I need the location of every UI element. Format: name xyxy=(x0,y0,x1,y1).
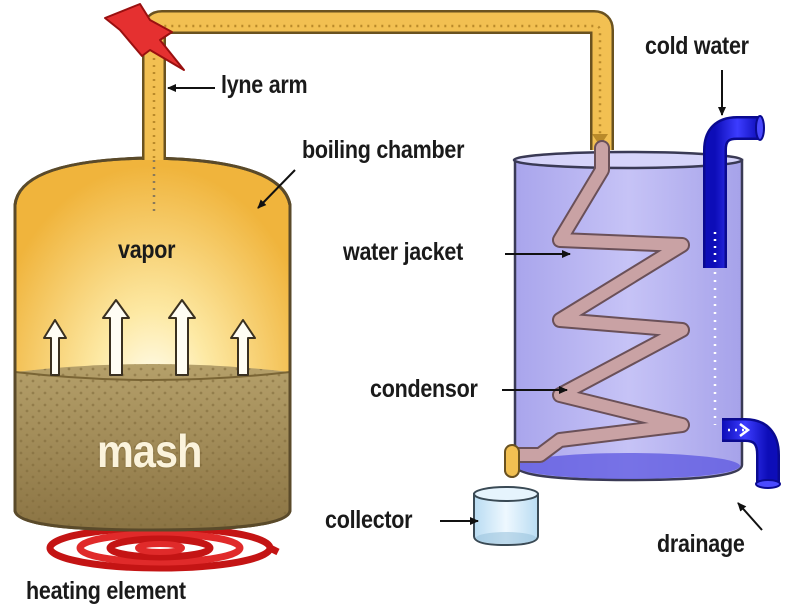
lyne-arm-label: lyne arm xyxy=(221,71,308,99)
condenser-coil xyxy=(504,140,690,478)
pointer-arrows xyxy=(167,70,763,531)
mash-label: mash xyxy=(97,425,202,477)
vapor-label: vapor xyxy=(118,236,176,264)
drainage-pipe xyxy=(722,418,781,489)
vapor-rising-arrows xyxy=(43,299,256,376)
cold-water-pipe xyxy=(703,115,765,268)
heating-element-coil xyxy=(46,524,280,572)
boiling-chamber-label: boiling chamber xyxy=(302,136,465,164)
water-jacket-label: water jacket xyxy=(343,238,464,266)
drainage-label: drainage xyxy=(657,530,745,558)
collector-label: collector xyxy=(325,506,413,534)
condensor-label: condensor xyxy=(370,375,478,403)
collector-jar xyxy=(473,486,539,547)
boiling-chamber xyxy=(13,156,292,532)
cold-water-label: cold water xyxy=(645,32,749,60)
heating-element-label: heating element xyxy=(26,577,186,605)
spark-icon xyxy=(104,3,185,71)
